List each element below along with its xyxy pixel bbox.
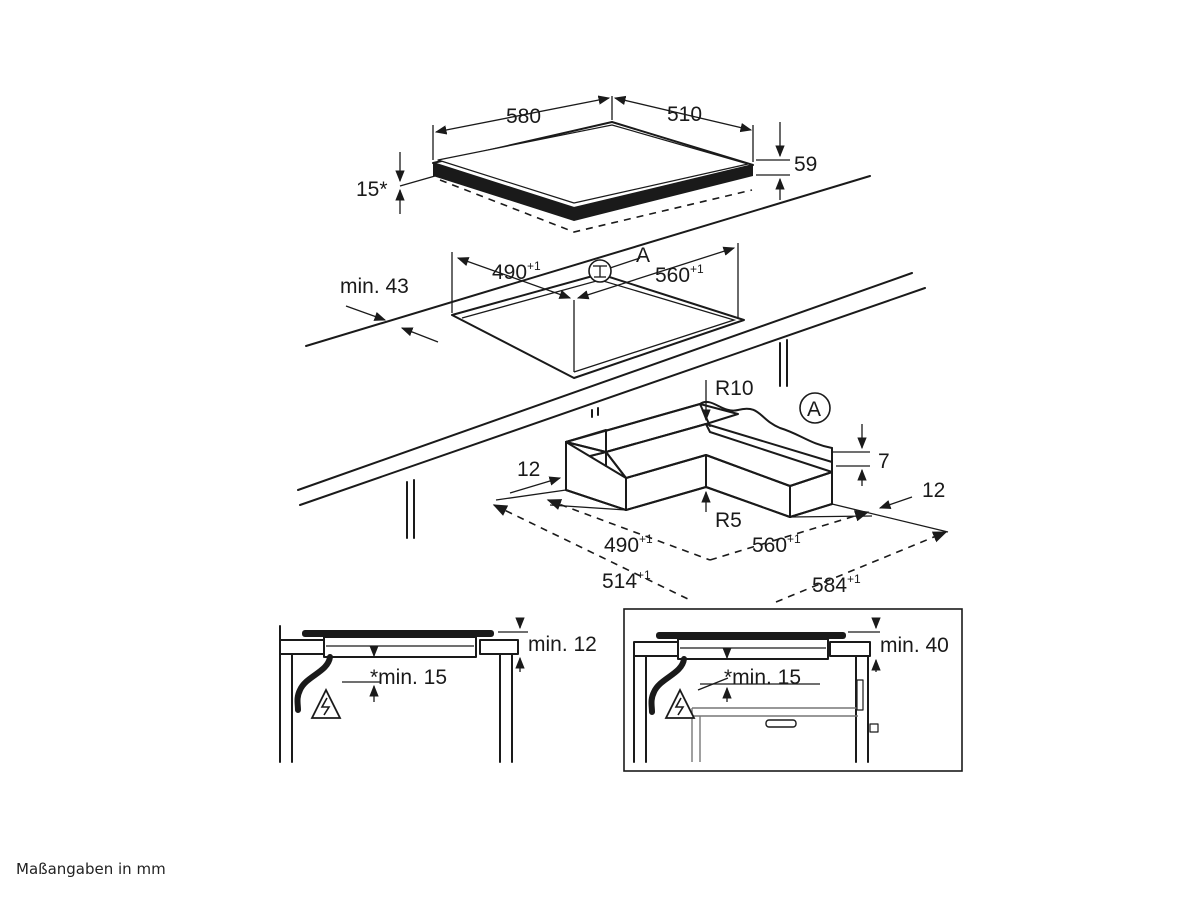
section-right-frame: [623, 608, 963, 772]
detail-a-outer-depth-label: 584+1: [812, 572, 861, 597]
detail-a-drawing: R10 R5 A 7 12 12 490+1 560+1 514+1 584+1: [492, 377, 949, 603]
section-left-bottom-label: *min. 15: [370, 666, 447, 689]
section-left-clearance-label: min. 12: [528, 633, 597, 656]
warning-electric-icon: [310, 687, 342, 719]
hob-depth-label: 510: [667, 103, 702, 126]
hob-width-label: 580: [506, 105, 541, 128]
cutout-width-label: 490+1: [492, 259, 541, 284]
section-right-bottom-label: *min. 15: [724, 666, 801, 689]
detail-a-marker-icon: [799, 392, 831, 424]
section-right-clearance-label: min. 40: [880, 634, 949, 657]
section-left-drawing: min. 12 *min. 15: [279, 617, 597, 763]
hob-depth-dim: [613, 95, 753, 133]
cutout-width-dim: [456, 257, 572, 299]
section-right-worktop-left: [633, 641, 680, 657]
section-left-hob-body: [323, 636, 477, 658]
detail-a-radius-inner-label: R5: [715, 509, 742, 532]
detail-a-inner-depth-label: 560+1: [752, 532, 801, 557]
hob-drawing: 580 510 59 15*: [356, 95, 817, 233]
section-right-hob-glass: [656, 632, 846, 639]
section-right-drawing: min. 40 *min. 15: [623, 608, 963, 772]
oven-knob-icon: [869, 723, 879, 733]
hob-width-dim: [434, 95, 611, 135]
cutout-marker-label: A: [636, 244, 650, 267]
section-left-worktop-right: [479, 639, 519, 655]
detail-a-break-line: [699, 401, 833, 449]
section-right-hob-body: [677, 638, 829, 660]
hob-glass-label: 15*: [356, 178, 388, 201]
section-left-worktop-left: [279, 639, 326, 655]
hob-glass-inner: [437, 124, 749, 204]
cutout-depth-dim: [576, 246, 736, 300]
detail-a-ledge-right-label: 12: [922, 479, 945, 502]
oven-handle-icon: [765, 719, 797, 728]
units-caption: Maßangaben in mm: [16, 860, 166, 878]
section-right-cable: [648, 656, 687, 715]
detail-a-outer-width-label: 514+1: [602, 568, 651, 593]
hob-glass-edge: [433, 163, 753, 221]
worktop-front-edge: [297, 272, 913, 491]
hob-underside: [439, 179, 753, 233]
section-left-hob-glass: [302, 630, 494, 637]
worktop-drawing: 490+1 560+1 A min. 43: [297, 175, 926, 539]
section-right-worktop-right: [829, 641, 871, 657]
section-left-cable: [294, 654, 333, 713]
detail-a-inner-width-label: 490+1: [604, 532, 653, 557]
cutout-depth-label: 560+1: [655, 262, 704, 287]
detail-a-step-label: 7: [878, 450, 890, 473]
warning-electric-icon-2: [664, 687, 696, 719]
hob-height-label: 59: [794, 153, 817, 176]
cutout-edge-label: min. 43: [340, 275, 409, 298]
detail-a-marker-label: A: [807, 398, 821, 421]
detail-a-radius-outer-label: R10: [715, 377, 754, 400]
detail-a-ledge-left-label: 12: [517, 458, 540, 481]
